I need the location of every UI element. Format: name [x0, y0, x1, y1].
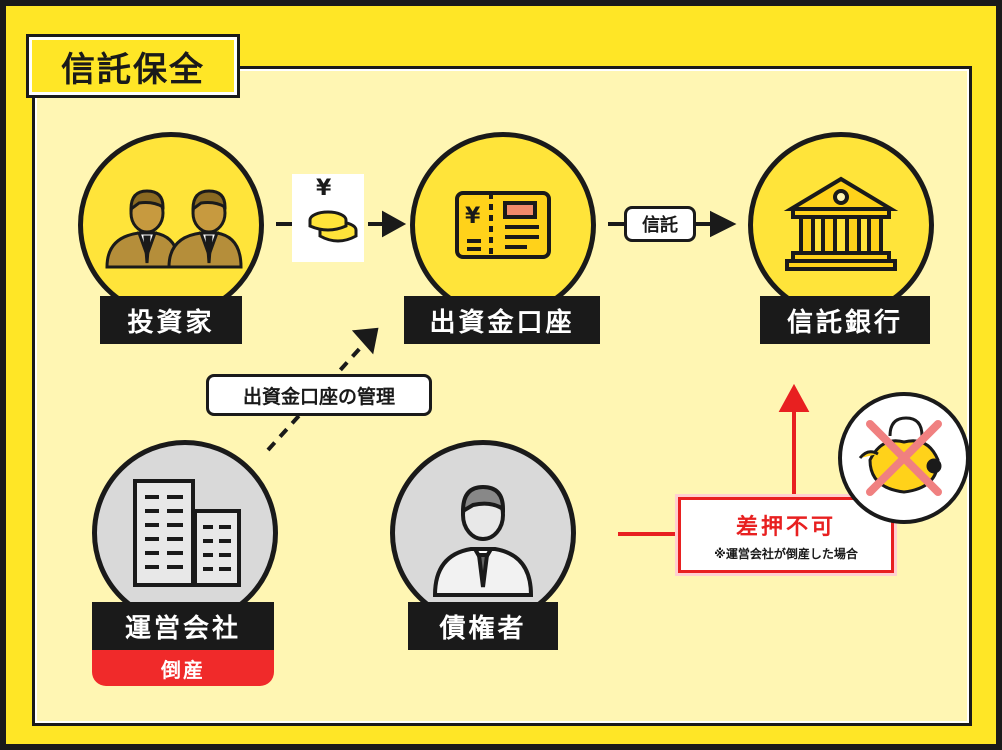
yen-symbol: ¥ [316, 176, 332, 201]
warning-note-text: ※運営会社が倒産した場合 [714, 546, 858, 561]
company-circle [92, 440, 278, 626]
bank-label: 信託銀行 [760, 296, 930, 344]
investor-circle [78, 132, 264, 318]
warning-box: 差押不可 ※運営会社が倒産した場合 [678, 497, 894, 573]
creditor-label: 債権者 [408, 602, 558, 650]
bankbook-icon: ¥ [455, 191, 551, 259]
account-circle: ¥ [410, 132, 596, 318]
management-label: 出資金口座の管理 [206, 374, 432, 416]
bank-circle [748, 132, 934, 318]
creditor-circle [390, 440, 576, 626]
account-label: 出資金口座 [404, 296, 600, 344]
yen-coins-icon: ¥ [292, 174, 364, 262]
arrow-investor-to-account [276, 210, 407, 238]
svg-text:¥: ¥ [465, 204, 481, 229]
arrow-account-to-bank [608, 210, 737, 238]
page-title: 信託保全 [26, 34, 240, 98]
arrow-company-to-account [266, 327, 379, 452]
warning-main-text: 差押不可 [735, 514, 836, 540]
office-buildings-icon [133, 479, 241, 587]
locked-crossed-out-icon [838, 392, 970, 524]
bankrupt-badge: 倒産 [92, 650, 274, 686]
two-businessmen-icon [105, 189, 243, 269]
company-label: 運営会社 [92, 602, 274, 650]
blocked-seizure-arrow [618, 383, 810, 536]
investor-label: 投資家 [100, 296, 242, 344]
trust-label: 信託 [624, 206, 696, 242]
businessman-icon [432, 484, 534, 597]
bank-building-icon [783, 176, 899, 271]
